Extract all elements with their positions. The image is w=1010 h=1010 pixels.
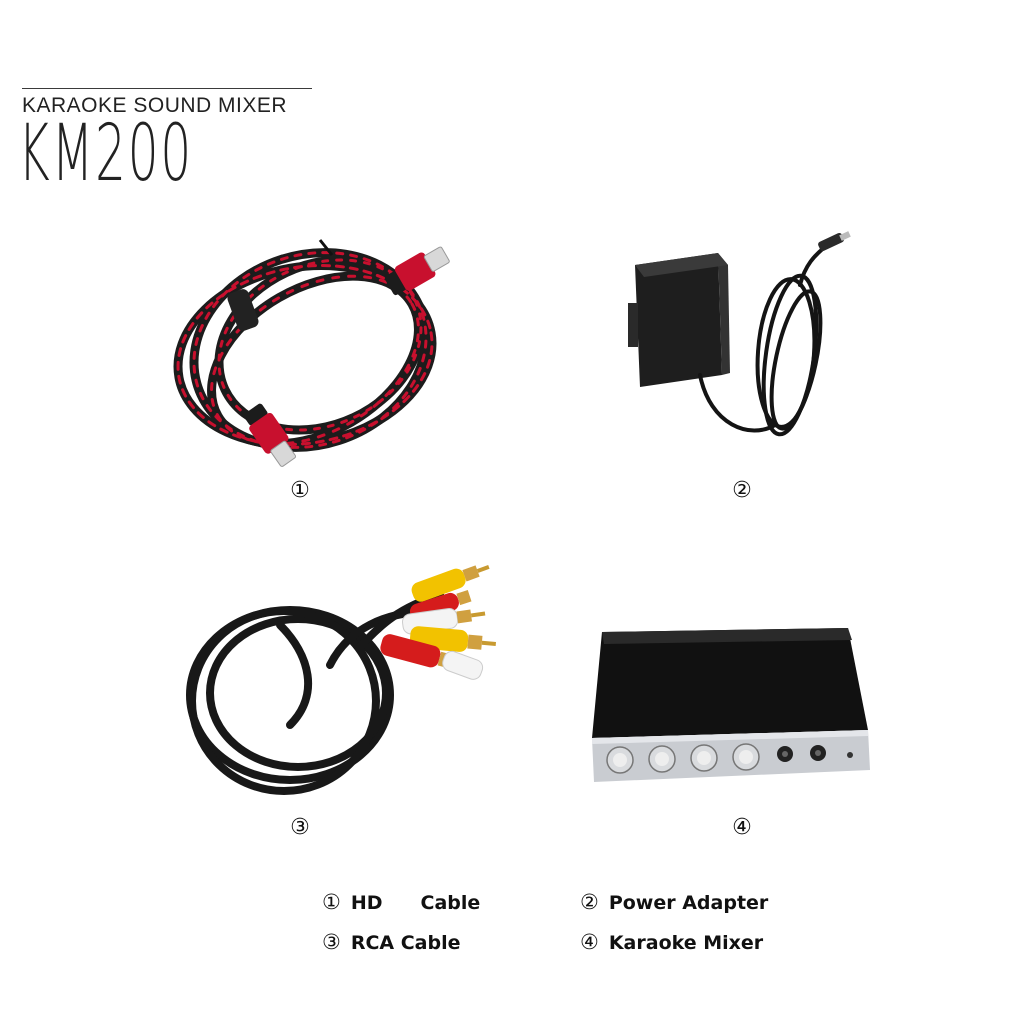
legend-item-hdmi-cable: ① HD Cable: [322, 890, 480, 914]
product-subtitle: KARAOKE SOUND MIXER: [22, 94, 288, 117]
item-number-label: ①: [290, 478, 310, 503]
rca-cable-image: [180, 555, 525, 805]
legend-number: ③: [322, 930, 341, 954]
legend-item-karaoke-mixer: ④ Karaoke Mixer: [580, 930, 763, 954]
karaoke-mixer-image: [580, 610, 875, 805]
legend-item-rca-cable: ③ RCA Cable: [322, 930, 461, 954]
legend-number: ②: [580, 890, 599, 914]
power-adapter-image: [600, 225, 860, 465]
legend-text: Karaoke Mixer: [608, 932, 764, 954]
hdmi-cable-image: [160, 220, 470, 480]
legend-number: ④: [580, 930, 599, 954]
model-title: KM200: [18, 109, 194, 199]
item-number-label: ④: [732, 815, 752, 840]
legend-text: RCA Cable: [350, 932, 461, 954]
legend-text: Power Adapter: [608, 892, 769, 914]
legend-item-power-adapter: ② Power Adapter: [580, 890, 768, 914]
legend-text: HD: [350, 892, 383, 914]
legend-number: ①: [322, 890, 341, 914]
header-divider: [22, 88, 312, 89]
item-number-label: ③: [290, 815, 310, 840]
legend-text: Cable: [420, 892, 481, 914]
item-number-label: ②: [732, 478, 752, 503]
